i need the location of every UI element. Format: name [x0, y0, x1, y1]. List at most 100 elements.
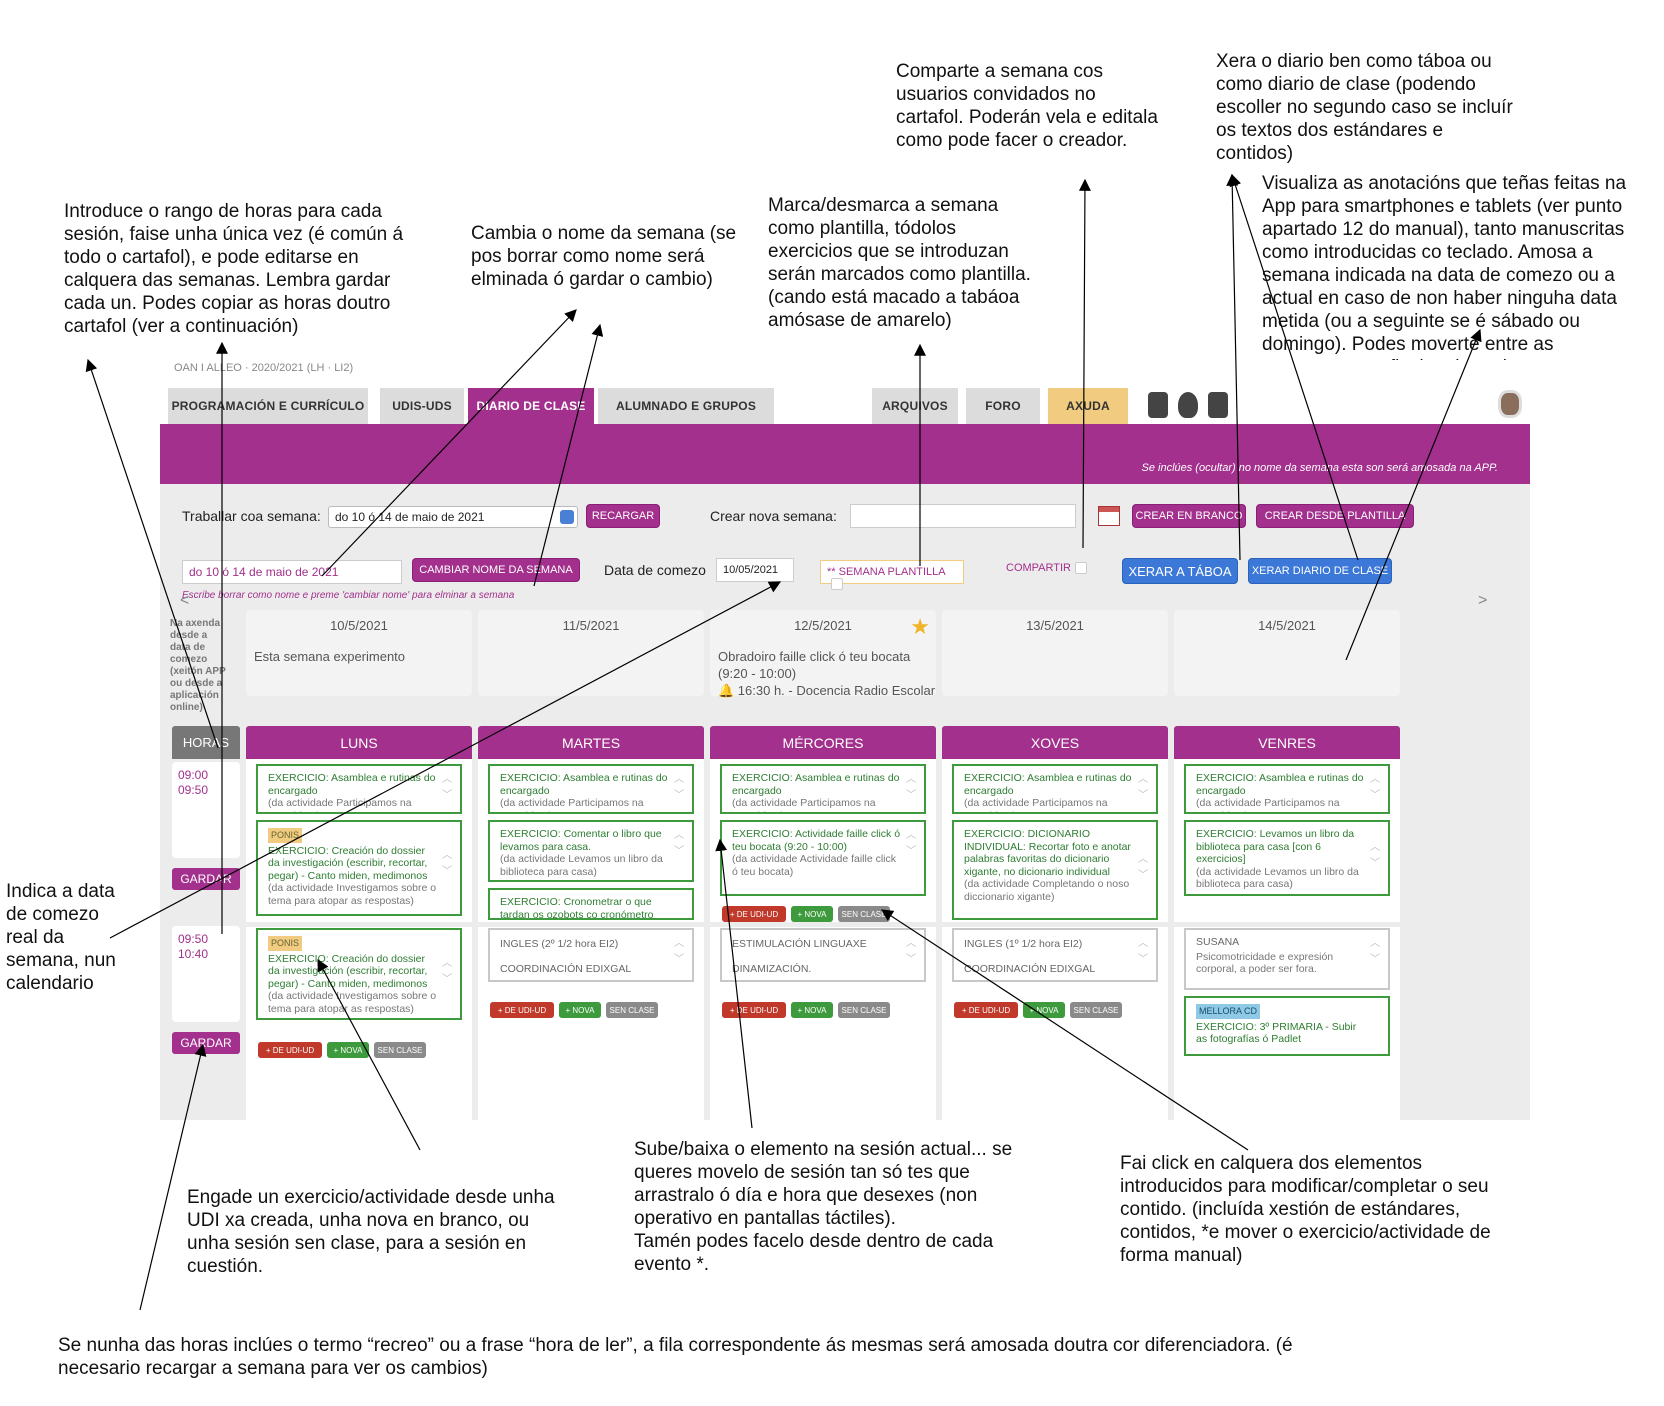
move-up-down-icon[interactable]: ︿﹀ [1138, 938, 1148, 965]
agenda-date: 14/5/2021 [1258, 618, 1316, 633]
agenda-day-1[interactable]: 10/5/2021 Esta semana experimento [246, 610, 472, 696]
event-card[interactable]: EXERCICIO: Asamblea e rutinas do encarga… [256, 764, 462, 814]
slot-start[interactable]: 09:50 [178, 932, 209, 946]
event-card[interactable]: EXERCICIO: Asamblea e rutinas do encarga… [720, 764, 926, 814]
tab-foro[interactable]: FORO [966, 388, 1040, 424]
tab-programacion[interactable]: PROGRAMACIÓN E CURRÍCULO [168, 388, 368, 424]
move-up-down-icon[interactable]: ︿﹀ [674, 830, 684, 857]
create-blank-button[interactable]: CREAR EN BRANCO [1132, 504, 1246, 528]
slot-1-time[interactable]: 09:00 09:50 [172, 762, 240, 858]
event-tag: PONIS [268, 936, 303, 951]
event-card[interactable]: EXERCICIO: Asamblea e rutinas do encarga… [952, 764, 1158, 814]
agenda-day-3[interactable]: 12/5/2021 ★ Obradoiro faille click ó teu… [710, 610, 936, 698]
event-card[interactable]: PONIS EXERCICIO: Creación do dossier da … [256, 928, 462, 1020]
add-buttons-wed-1: + DE UDI-UD + NOVA SEN CLASE [722, 906, 890, 922]
move-up-down-icon[interactable]: ︿﹀ [674, 774, 684, 801]
event-card[interactable]: INGLES (2º 1/2 hora EI2) COORDINACIÓN ED… [488, 928, 694, 982]
tab-udis[interactable]: UDIS-UDS [380, 388, 464, 424]
add-new-button[interactable]: + NOVA [559, 1002, 601, 1018]
start-date-label: Data de comezo [604, 562, 706, 578]
event-card[interactable]: EXERCICIO: Asamblea e rutinas do encarga… [488, 764, 694, 814]
new-week-input[interactable] [850, 504, 1076, 528]
event-card[interactable]: EXERCICIO: Levamos un libro da bibliotec… [1184, 820, 1390, 896]
week-name-input[interactable] [182, 560, 402, 584]
tab-arquivos[interactable]: ARQUIVOS [872, 388, 958, 424]
apple-icon[interactable] [1178, 392, 1198, 418]
event-title: EXERCICIO: 3º PRIMARIA - Subir as fotogr… [1196, 1020, 1357, 1046]
add-from-udi-button[interactable]: + DE UDI-UD [258, 1042, 322, 1058]
create-template-button[interactable]: CREAR DESDE PLANTILLA [1256, 504, 1414, 528]
no-class-button[interactable]: SEN CLASE [838, 1002, 890, 1018]
rename-week-button[interactable]: CAMBIAR NOME DA SEMANA [412, 558, 580, 582]
windows-icon[interactable] [1208, 392, 1228, 418]
move-up-down-icon[interactable]: ︿﹀ [906, 774, 916, 801]
slot-end[interactable]: 10:40 [178, 947, 209, 961]
move-up-down-icon[interactable]: ︿﹀ [906, 938, 916, 965]
delete-week-hint: Escribe borrar como nome e preme 'cambia… [182, 590, 515, 601]
event-card[interactable]: EXERCICIO: Cronometrar o que tardan os o… [488, 888, 694, 920]
slot-end[interactable]: 09:50 [178, 783, 209, 797]
add-from-udi-button[interactable]: + DE UDI-UD [954, 1002, 1018, 1018]
event-subtitle: Psicomotricidade e expresión corporal, a… [1196, 950, 1334, 976]
reload-button[interactable]: RECARGAR [586, 504, 660, 528]
no-class-button[interactable]: SEN CLASE [374, 1042, 426, 1058]
event-card[interactable]: MELLORA CD EXERCICIO: 3º PRIMARIA - Subi… [1184, 996, 1390, 1056]
event-title: INGLES (1º 1/2 hora EI2) [964, 938, 1083, 950]
agenda-day-4[interactable]: 13/5/2021 [942, 610, 1168, 696]
add-from-udi-button[interactable]: + DE UDI-UD [722, 1002, 786, 1018]
tab-diario[interactable]: DIARIO DE CLASE [468, 388, 594, 424]
android-icon[interactable] [1148, 392, 1168, 418]
move-up-down-icon[interactable]: ︿﹀ [1138, 854, 1148, 881]
event-card[interactable]: EXERCICIO: Asamblea e rutinas do encarga… [1184, 764, 1390, 814]
tab-axuda[interactable]: AXUDA [1048, 388, 1128, 424]
prev-week-arrow[interactable]: < [180, 592, 190, 609]
event-tag: PONIS [268, 828, 303, 843]
agenda-day-5[interactable]: 14/5/2021 [1174, 610, 1400, 696]
template-toggle[interactable]: ** SEMANA PLANTILLA [820, 560, 964, 591]
agenda-day-2[interactable]: 11/5/2021 [478, 610, 704, 696]
tab-alumnado[interactable]: ALUMNADO E GRUPOS [598, 388, 774, 424]
event-card[interactable]: INGLES (1º 1/2 hora EI2) COORDINACIÓN ED… [952, 928, 1158, 982]
add-from-udi-button[interactable]: + DE UDI-UD [722, 906, 786, 922]
day-header-mon: LUNS [246, 726, 472, 759]
no-class-button[interactable]: SEN CLASE [1070, 1002, 1122, 1018]
move-up-down-icon[interactable]: ︿﹀ [1370, 774, 1380, 801]
move-up-down-icon[interactable]: ︿﹀ [442, 958, 452, 985]
week-select-label: Traballar coa semana: [182, 508, 321, 524]
add-new-button[interactable]: + NOVA [327, 1042, 369, 1058]
user-avatar[interactable] [1498, 390, 1522, 418]
share-toggle[interactable]: COMPARTIR [1006, 562, 1087, 575]
no-class-button[interactable]: SEN CLASE [606, 1002, 658, 1018]
calendar-icon[interactable] [1098, 506, 1120, 526]
move-up-down-icon[interactable]: ︿﹀ [674, 938, 684, 965]
slot-start[interactable]: 09:00 [178, 768, 209, 782]
save-slot-1-button[interactable]: GARDAR [172, 868, 240, 890]
add-new-button[interactable]: + NOVA [791, 1002, 833, 1018]
save-slot-2-button[interactable]: GARDAR [172, 1032, 240, 1054]
event-card[interactable]: EXERCICIO: Comentar o libro que levamos … [488, 820, 694, 882]
generate-table-button[interactable]: XERAR A TÁBOA [1122, 558, 1238, 584]
move-up-down-icon[interactable]: ︿﹀ [906, 830, 916, 857]
add-new-button[interactable]: + NOVA [791, 906, 833, 922]
move-up-down-icon[interactable]: ︿﹀ [1370, 842, 1380, 869]
event-card[interactable]: ESTIMULACIÓN LINGUAXE DINAMIZACIÓN. ︿﹀ [720, 928, 926, 982]
event-card[interactable]: SUSANA Psicomotricidade e expresión corp… [1184, 928, 1390, 990]
agenda-date: 12/5/2021 [794, 618, 852, 633]
add-new-button[interactable]: + NOVA [1023, 1002, 1065, 1018]
move-up-down-icon[interactable]: ︿﹀ [442, 850, 452, 877]
move-up-down-icon[interactable]: ︿﹀ [442, 774, 452, 801]
event-card[interactable]: PONIS EXERCICIO: Creación do dossier da … [256, 820, 462, 916]
share-checkbox[interactable] [1075, 562, 1087, 575]
no-class-button[interactable]: SEN CLASE [838, 906, 890, 922]
move-up-down-icon[interactable]: ︿﹀ [1138, 774, 1148, 801]
add-from-udi-button[interactable]: + DE UDI-UD [490, 1002, 554, 1018]
start-date-input[interactable] [716, 558, 794, 582]
week-select[interactable]: do 10 ó 14 de maio de 2021 [328, 506, 578, 528]
slot-2-time[interactable]: 09:50 10:40 [172, 926, 240, 1022]
next-week-arrow[interactable]: > [1478, 592, 1488, 609]
event-card[interactable]: EXERCICIO: Actividade faille click ó teu… [720, 820, 926, 896]
generate-diary-button[interactable]: XERAR DIARIO DE CLASE [1248, 558, 1392, 584]
event-card[interactable]: EXERCICIO: DICIONARIO INDIVIDUAL: Recort… [952, 820, 1158, 920]
template-checkbox[interactable] [831, 578, 843, 591]
move-up-down-icon[interactable]: ︿﹀ [1370, 938, 1380, 965]
